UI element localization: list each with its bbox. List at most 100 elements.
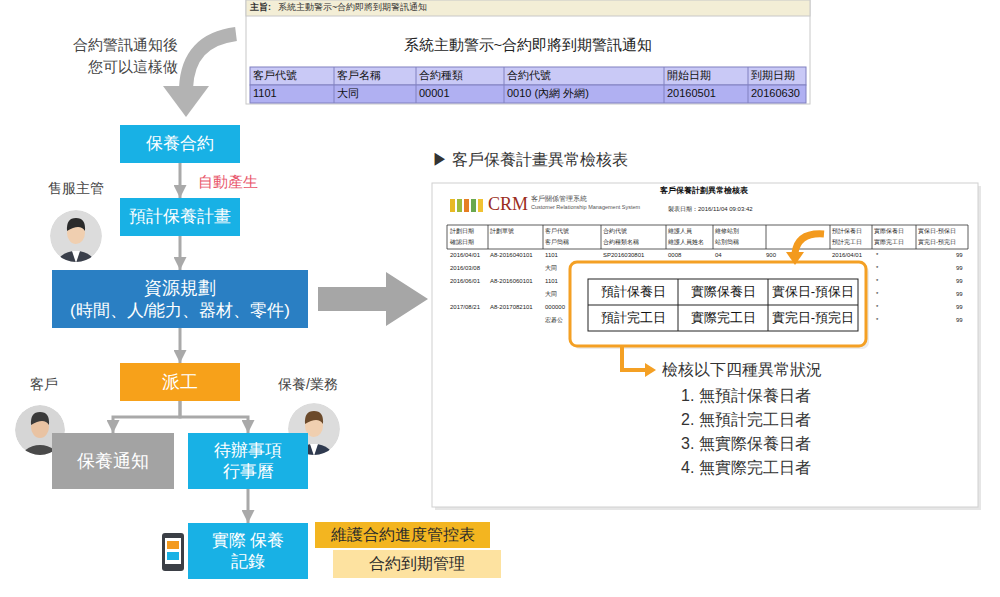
report-text: 000000 <box>545 304 565 312</box>
role-label: 保養/業務 <box>278 376 338 394</box>
grid-line <box>334 67 335 103</box>
report-text: 客戶保養計劃異常檢核表 <box>660 186 748 196</box>
box-text: 預計保養計畫 <box>129 206 231 227</box>
flow-arrow <box>180 401 248 433</box>
screenshot-text: 合約種類 <box>419 69 463 83</box>
report-text: 實保日-預保日 <box>918 228 956 236</box>
box-text: 合約到期管理 <box>369 554 465 574</box>
grid-line <box>488 225 489 249</box>
report-text: A8-2016040101 <box>490 252 533 260</box>
table-cell: 預計完工日 <box>588 310 678 326</box>
pointer-arrow <box>795 234 824 253</box>
screenshot-text: 主旨: <box>250 2 271 13</box>
role-label: 售服主管 <box>48 180 104 198</box>
grid-line <box>830 225 831 249</box>
report-text: * <box>876 304 878 312</box>
callout-table <box>588 279 858 331</box>
report-text: 2016/04/01 <box>450 252 480 260</box>
report-text: 維修站別 <box>715 228 739 236</box>
phone-body <box>162 533 184 571</box>
report-text: 99 <box>956 252 963 260</box>
grid-line <box>447 225 448 249</box>
report-text: 99 <box>956 304 963 312</box>
report-text: 合約種類名稱 <box>603 239 639 247</box>
table-header <box>250 67 806 85</box>
grid-line <box>666 225 667 249</box>
screenshot-text: 客戶名稱 <box>337 69 381 83</box>
intro-note: 合約警訊通知後 您可以這樣做 <box>58 34 178 78</box>
report-grid <box>447 225 968 249</box>
screenshot-text: 大同 <box>337 87 359 101</box>
pointer-arrow-head <box>786 252 804 265</box>
report-text: 99 <box>956 317 963 325</box>
table-cell: 實際保養日 <box>678 284 768 300</box>
table-cell: 預計保養日 <box>588 284 678 300</box>
table-grid <box>334 67 748 103</box>
phone-screen <box>165 538 181 564</box>
report-text: 客戶關係管理系統 <box>531 195 587 204</box>
screenshot-text: 開始日期 <box>667 69 711 83</box>
grid-line <box>416 67 417 103</box>
table-row <box>250 85 806 103</box>
report-text: * <box>876 317 878 325</box>
screenshot-text: 0010 (內網 外網) <box>507 87 589 101</box>
logo-bar <box>464 199 469 212</box>
grid-line <box>872 225 873 249</box>
auto-note: 自動產生 <box>198 173 258 192</box>
report-text: 預計完工日 <box>832 239 862 247</box>
report-text: 客戶簡稱 <box>545 239 569 247</box>
grid-line <box>968 225 969 249</box>
avatar-shirt <box>310 444 318 456</box>
grid-line <box>748 67 749 103</box>
report-text: 確認日期 <box>450 239 474 247</box>
screenshot-text: 系統主動警示~合約即將到期警訊通知 <box>246 36 810 55</box>
avatar-shirt <box>72 251 80 263</box>
report-text: 預計保養日 <box>832 228 862 236</box>
report-text: 實際完工日 <box>874 239 904 247</box>
box-text: 保養通知 <box>77 450 149 473</box>
process-box: 派工 <box>120 363 240 401</box>
report-text: 實完日-預完日 <box>918 239 956 247</box>
logo-bar <box>457 199 462 212</box>
report-text: 站別簡稱 <box>715 239 739 247</box>
box-text: 實際 保養記錄 <box>209 530 287 573</box>
report-text: 製表日期：2016/11/04 09:03:42 <box>668 206 753 214</box>
flow-arrow <box>247 489 250 523</box>
grid-line <box>447 249 968 250</box>
avatar-bg <box>50 210 102 262</box>
process-box: 資源規劃(時間、人/能力、器材、零件) <box>52 270 308 328</box>
screenshot-text: 20160501 <box>667 87 716 101</box>
report-text: 客戶代號 <box>545 228 569 236</box>
table-cell: 實保日-預保日 <box>768 284 858 300</box>
box-text: (時間、人/能力、器材、零件) <box>70 300 290 321</box>
report-text: 合約代號 <box>603 228 627 236</box>
report-text: 1101 <box>545 278 558 286</box>
intro-arrow <box>186 34 236 88</box>
report-text: * <box>876 291 878 299</box>
phone-widget <box>167 552 179 560</box>
report-text: 2016/06/01 <box>450 278 480 286</box>
report-text: 900 <box>766 252 776 260</box>
avatar-hair <box>305 411 323 424</box>
screenshot-text: 系統主動警示~合約即將到期警訊通知 <box>278 2 427 13</box>
elbow-head <box>645 363 656 377</box>
report-text: 99 <box>956 291 963 299</box>
screenshot-text: 到期日期 <box>751 69 795 83</box>
process-box: 保養通知 <box>52 433 174 489</box>
box-text: 待辦事項 行事曆 <box>209 440 287 483</box>
grid-line <box>588 305 858 306</box>
phone-icon <box>162 533 184 571</box>
report-text: A8-2017082101 <box>490 304 533 312</box>
banner: 合約到期管理 <box>333 550 501 578</box>
crm-logo <box>450 199 483 212</box>
grid-line <box>543 225 544 249</box>
screenshot-text: 00001 <box>419 87 450 101</box>
process-box: 實際 保養記錄 <box>188 523 308 579</box>
grid-line <box>601 225 602 249</box>
screenshot-text: 20160630 <box>751 87 800 101</box>
grid-line <box>713 225 714 249</box>
subject-bar <box>246 0 810 16</box>
report-text: 2017/08/21 <box>450 304 480 312</box>
screenshot-text: 客戶代號 <box>253 69 297 83</box>
